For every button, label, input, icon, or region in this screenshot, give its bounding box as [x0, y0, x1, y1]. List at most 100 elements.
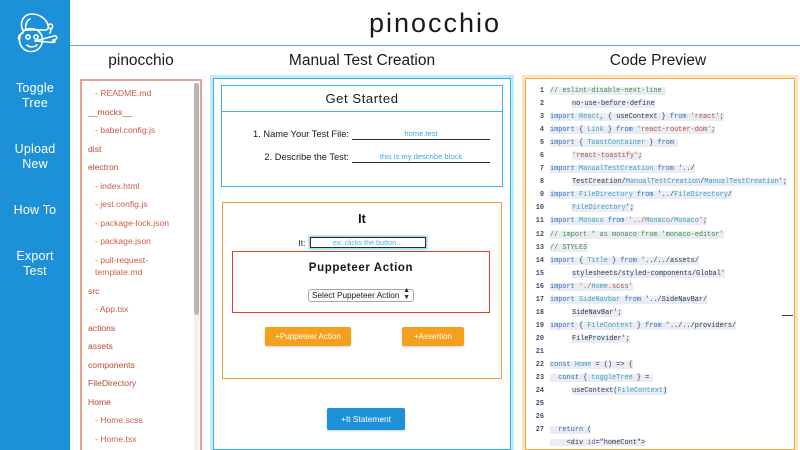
describe-test-label: 2. Describe the Test: [264, 152, 349, 162]
file-tree-item[interactable]: - jest.config.js [95, 199, 148, 209]
code-line-number: 1 [539, 87, 544, 95]
file-tree-item[interactable]: - App.tsx [95, 304, 129, 314]
code-line-number: 9 [539, 191, 544, 200]
it-statement-box: It It: Puppeteer Action Select Puppeteer… [222, 202, 502, 379]
code-line-number: 15 [535, 269, 544, 278]
describe-test-row: 2. Describe the Test: [222, 152, 502, 163]
code-line: <div id="homeCont"> [550, 439, 646, 446]
file-tree-item[interactable]: dist [88, 143, 102, 154]
sidebar-item-toggle-tree[interactable]: Toggle Tree [0, 81, 70, 111]
file-tree-item[interactable]: __mocks__ [88, 106, 132, 117]
file-tree-item[interactable]: - pull-request- [95, 254, 149, 265]
add-puppeteer-action-button[interactable]: +Puppeteer Action [265, 327, 351, 346]
add-it-statement-button[interactable]: +It Statement [327, 408, 405, 430]
it-input-label: It: [298, 237, 306, 248]
code-line: // STYLES [550, 243, 588, 252]
file-tree-item[interactable]: electron [88, 162, 119, 172]
manual-test-creation-panel: Get Started 1. Name Your Test File: 2. D… [213, 78, 511, 450]
sidebar-item-export-test-line1: Export [16, 249, 54, 263]
code-line: import SideNavbar from '../SideNavBar/Si… [550, 295, 708, 317]
file-tree-item[interactable]: - package.json [95, 236, 151, 246]
code-line-number: 12 [535, 230, 544, 239]
file-tree-item[interactable]: - Home.scss [95, 415, 143, 425]
code-line: return ( [550, 424, 791, 437]
sidebar-item-upload-new-line1: Upload [14, 142, 56, 156]
file-tree-item[interactable]: src [88, 285, 100, 296]
sidebar-item-upload-new[interactable]: Upload New [0, 142, 70, 172]
code-line-number: 25 [535, 400, 544, 409]
puppeteer-action-select[interactable]: Select Puppeteer Action [308, 289, 414, 302]
code-line-number: 8 [539, 178, 544, 187]
puppeteer-select-wrap: Select Puppeteer Action ▲▼ [308, 285, 414, 303]
sidebar-item-export-test[interactable]: Export Test [0, 249, 70, 279]
sidebar-item-how-to-line1: How To [13, 203, 57, 217]
code-line: // import * as monaco from 'monaco-edito… [550, 230, 724, 239]
it-input-row: It: [223, 237, 501, 248]
puppeteer-select-row: Select Puppeteer Action ▲▼ [233, 285, 489, 303]
code-line-number: 11 [535, 217, 544, 226]
code-line-number: 14 [535, 256, 544, 265]
column-title-manual-test: Manual Test Creation [288, 52, 436, 69]
file-tree-scrollbar-thumb[interactable] [194, 83, 199, 315]
pinocchio-logo[interactable] [6, 9, 64, 59]
file-tree-item[interactable]: Home [88, 396, 111, 407]
code-line-number: 24 [535, 387, 544, 396]
puppeteer-action-title: Puppeteer Action [308, 262, 414, 274]
get-started-header: Get Started [222, 86, 502, 112]
code-line [550, 346, 791, 359]
file-tree-item[interactable]: - README.md [95, 88, 152, 98]
code-line-number: 18 [535, 308, 544, 317]
test-file-name-label: 1. Name Your Test File: [253, 129, 349, 139]
file-tree-item[interactable]: assets [88, 341, 113, 351]
file-tree-item[interactable]: components [88, 359, 135, 370]
column-title-file-tree: pinocchio [108, 52, 174, 69]
puppeteer-action-box: Puppeteer Action Select Puppeteer Action… [232, 251, 490, 313]
get-started-box: Get Started 1. Name Your Test File: 2. D… [221, 85, 503, 187]
app-header: pinocchio [70, 0, 800, 46]
code-line-number: 26 [535, 413, 544, 422]
code-line: import { Link } from 'react-router-dom'; [550, 126, 716, 135]
code-line-number: 27 [535, 426, 544, 435]
file-tree-item[interactable]: - package-lock.json [95, 217, 170, 228]
sidebar-item-upload-new-line2: New [22, 157, 48, 171]
code-line: const { toggleTree } = useContext(FileCo… [550, 372, 791, 398]
code-editor-area[interactable]: // eslint-disable-next-line no-use-befor… [548, 82, 791, 446]
file-tree-item[interactable]: template.md [95, 267, 143, 277]
code-line-number: 4 [539, 126, 544, 135]
file-tree-item[interactable]: actions [88, 322, 116, 333]
it-description-input[interactable] [309, 237, 426, 248]
file-tree-item[interactable]: FileDirectory [88, 378, 137, 388]
code-line: const Home = () => { [550, 360, 633, 369]
code-line: import React, { useContext } from 'react… [550, 113, 724, 122]
describe-test-input[interactable] [352, 152, 490, 163]
code-line: import ManualTestCreation from '../TestC… [550, 165, 788, 187]
sidebar-item-toggle-tree-line2: Tree [21, 96, 49, 110]
code-line-number: 22 [535, 360, 544, 369]
sidebar-nav-list: Toggle Tree Upload New How To Export Tes… [0, 81, 70, 279]
test-file-name-input[interactable] [352, 129, 490, 140]
file-directory-list: - README.md __mocks__ - babel.config.js dis… [82, 81, 193, 450]
it-block-title: It [358, 212, 366, 226]
add-assertion-button[interactable]: +Assertion [402, 327, 464, 346]
file-tree-item[interactable]: - index.html [95, 180, 140, 191]
file-tree-item[interactable]: - babel.config.js [95, 125, 156, 135]
code-line: import FileDirectory from '../FileDirect… [550, 191, 732, 213]
code-line-number: 10 [535, 204, 544, 213]
sidebar-item-how-to[interactable]: How To [0, 203, 70, 218]
test-file-name-row: 1. Name Your Test File: [222, 129, 502, 140]
code-line-number: 13 [535, 243, 544, 252]
code-line-number: 21 [535, 347, 544, 356]
sidebar-item-toggle-tree-line1: Toggle [15, 81, 55, 95]
code-line-number: 3 [539, 113, 544, 122]
code-line-number: 5 [539, 139, 544, 148]
file-tree-item[interactable]: - Home.tsx [95, 433, 137, 444]
code-line-number: 6 [539, 152, 544, 161]
code-line: // eslint-disable-next-line no-use-befor… [550, 87, 666, 109]
code-line-number: 2 [539, 100, 544, 109]
code-line-number: 20 [535, 334, 544, 343]
code-line: import './Home.scss' [550, 282, 633, 291]
sidebar-item-export-test-line2: Test [23, 264, 47, 278]
